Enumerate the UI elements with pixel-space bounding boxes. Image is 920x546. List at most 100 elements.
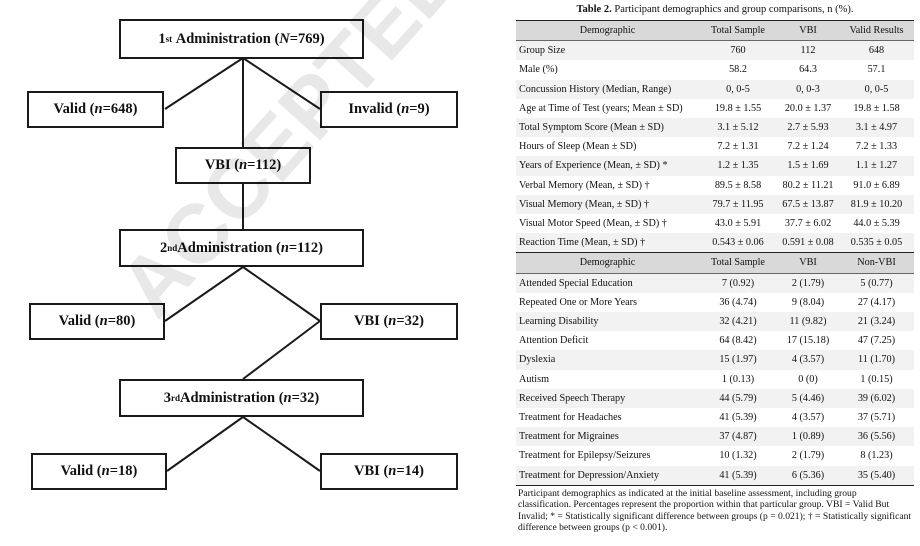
vbi2-value: =32): [396, 313, 424, 329]
admin3-value: =32): [291, 389, 320, 406]
connector-admin3-vbi3: [242, 416, 321, 472]
vbi1-box: VBI (n=112): [175, 147, 311, 184]
table-cell: 27 (4.17): [857, 296, 896, 308]
table-cell: 7 (0.92): [721, 277, 755, 289]
table-cell: 2 (1.79): [791, 450, 825, 462]
table-cell: 5 (4.46): [791, 392, 825, 404]
table-cell: 44 (5.79): [719, 392, 757, 404]
valid1-box: Valid (n=648): [27, 91, 164, 128]
invalid1-n: n: [401, 101, 410, 117]
table-caption-label: Table 2.: [576, 4, 612, 15]
demographics-table-panel: Table 2. Participant demographics and gr…: [516, 2, 914, 534]
table-cell: 3.1 ± 5.12: [717, 122, 759, 134]
table-row-label: Visual Memory (Mean, ± SD) †: [519, 198, 650, 210]
table-cell: 3.1 ± 4.97: [855, 122, 898, 134]
valid2-value: =80): [107, 313, 136, 329]
admin1-num: 1: [158, 30, 166, 47]
connector-admin1-invalid1: [242, 57, 321, 110]
table-cell: 4 (3.57): [791, 354, 825, 366]
table-row-label: Verbal Memory (Mean, ± SD) †: [519, 179, 650, 191]
table-caption-text: Participant demographics and group compa…: [611, 4, 854, 15]
table-row-label: Repeated One or More Years: [519, 296, 637, 308]
admin3-label: Administration (: [180, 389, 284, 406]
table-cell: 2 (1.79): [791, 277, 825, 289]
table-row: Total Symptom Score (Mean ± SD)3.1 ± 5.1…: [516, 118, 914, 138]
table-cell: 19.8 ± 1.55: [714, 102, 762, 114]
vbi3-box: VBI (n=14): [320, 453, 458, 490]
table-cell: 1.1 ± 1.27: [855, 160, 898, 172]
table-row: Age at Time of Test (years; Mean ± SD) 19…: [516, 98, 914, 119]
table-cell: 760: [730, 45, 746, 57]
vbi2-box: VBI (n=32): [320, 303, 458, 340]
valid1-n: n: [94, 101, 103, 117]
table-cell: 1 (0.13): [721, 373, 755, 385]
table-cell: 41 (5.39): [699, 465, 777, 486]
table-cell: 37 (5.71): [857, 412, 896, 424]
table-cell: 1.5 ± 1.69: [787, 160, 829, 172]
table-cell: 648: [868, 45, 885, 57]
valid1-label: Valid (: [53, 101, 95, 117]
vbi3-label: VBI (: [354, 463, 389, 479]
table-row: Visual Memory (Mean, ± SD) † 79.7 ± 11.95…: [516, 194, 914, 215]
valid3-n: n: [101, 463, 110, 479]
table-header-cell: Non-VBI: [839, 252, 914, 274]
admin2-n: n: [280, 239, 289, 256]
table-row: Reaction Time (Mean, ± SD) †0.543 ± 0.06…: [516, 233, 914, 253]
table-note: Participant demographics as indicated at…: [518, 487, 912, 534]
table-cell: 41 (5.39): [719, 412, 757, 424]
table-cell: 64.3: [799, 64, 817, 76]
table-cell: 1 (0.15): [860, 373, 893, 385]
vbi1-value: =112): [247, 157, 282, 173]
connector-vbi2-admin3: [242, 320, 321, 380]
table-row: Concussion History (Median, Range)0, 0-5…: [516, 79, 914, 99]
table-row-label: Age at Time of Test (years; Mean ± SD): [519, 102, 683, 114]
table-cell: 89.5 ± 8.58: [714, 179, 762, 191]
valid1-value: =648): [102, 101, 138, 117]
table-cell: 64 (8.42): [719, 335, 757, 347]
valid2-box: Valid (n=80): [29, 303, 165, 340]
table-cell: 37 (4.87): [719, 431, 757, 443]
admin3-num: 3: [163, 389, 172, 406]
valid3-value: =18): [109, 463, 138, 479]
admin1-label: Administration (: [175, 30, 280, 47]
connector-admin1-valid1: [164, 57, 244, 110]
vbi3-value: =14): [396, 463, 424, 479]
table-cell: 20.0 ± 1.37: [784, 102, 832, 114]
admin1-n: N: [279, 30, 290, 47]
table-cell: 7.2 ± 1.31: [717, 141, 759, 153]
table-row-label: Group Size: [519, 45, 566, 57]
table-header-cell: Total Sample: [699, 19, 777, 42]
table-header-cell: Valid Results: [839, 19, 914, 42]
table-cell: 11 (1.70): [858, 354, 895, 366]
table-cell: 9 (8.04): [791, 296, 825, 308]
admin1-sup: st: [165, 34, 173, 44]
admin3-n: n: [283, 389, 292, 406]
valid2-label: Valid (: [58, 313, 100, 329]
table-cell: 39 (6.02): [857, 392, 896, 404]
invalid1-box: Invalid (n=9): [320, 91, 458, 128]
table-cell: 17 (15.18): [786, 335, 830, 347]
table-row-label: Years of Experience (Mean, ± SD) *: [519, 160, 668, 172]
table-cell: 6 (5.36): [777, 465, 839, 486]
table-cell: 79.7 ± 11.95: [712, 198, 764, 210]
table-row-label: Male (%): [519, 64, 558, 76]
table-cell: 81.9 ± 10.20: [850, 198, 903, 210]
table-cell: 21 (3.24): [857, 316, 896, 328]
table-header-cell: VBI: [777, 19, 839, 42]
table-cell: 67.5 ± 13.87: [782, 198, 834, 210]
table-cell: 0 (0): [798, 373, 818, 385]
table-cell: 0.535 ± 0.05: [850, 237, 903, 249]
invalid1-label: Invalid (: [348, 101, 402, 117]
